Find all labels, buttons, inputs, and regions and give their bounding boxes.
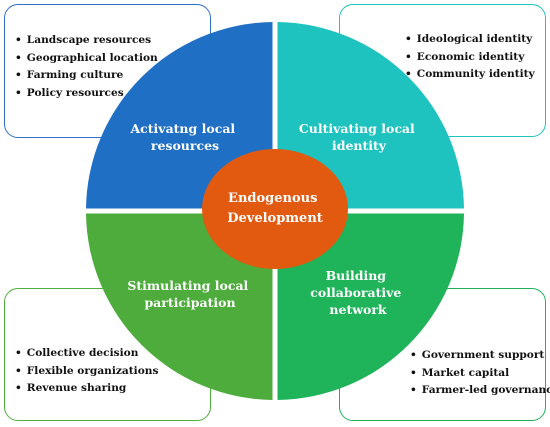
label-line: resources <box>151 138 219 153</box>
list-item: Government support <box>410 347 545 365</box>
top-left-label: Activatng local resources <box>129 121 239 153</box>
label-line: identity <box>332 138 387 153</box>
quadrant-top-left <box>86 22 273 209</box>
quadrant-top-right <box>277 22 464 209</box>
list-item: Flexible organizations <box>15 363 210 381</box>
list-item: Geographical location <box>15 50 210 68</box>
list-item: Community identity <box>405 66 545 84</box>
label-line: Stimulating local <box>127 278 248 293</box>
quadrant-bottom-right <box>277 213 464 400</box>
center-ellipse <box>202 149 348 269</box>
list-item: Landscape resources <box>15 32 210 50</box>
center-line: Endogenous <box>228 191 317 206</box>
list-item: Policy resources <box>15 85 210 103</box>
list-item: Economic identity <box>405 49 545 67</box>
list-item: Ideological identity <box>405 31 545 49</box>
center-line: Development <box>227 211 323 226</box>
label-line: Cultivating local <box>299 121 415 136</box>
list-item: Market capital <box>410 365 545 383</box>
center-label: Endogenous Development <box>227 191 323 226</box>
label-line: Activatng local <box>129 121 235 136</box>
bottom-left-label: Stimulating local participation <box>127 278 252 310</box>
bottom-right-label: Building collaborative network <box>310 268 405 317</box>
label-line: participation <box>144 295 235 310</box>
label-line: Building <box>326 268 387 283</box>
list-item: Farming culture <box>15 67 210 85</box>
list-item: Revenue sharing <box>15 380 210 398</box>
list-item: Farmer-led governance <box>410 382 550 400</box>
label-line: network <box>329 302 386 317</box>
label-line: collaborative <box>310 285 401 300</box>
quadrant-bottom-left <box>86 213 273 400</box>
list-item: Collective decision <box>15 345 210 363</box>
top-right-label: Cultivating local identity <box>299 121 419 153</box>
